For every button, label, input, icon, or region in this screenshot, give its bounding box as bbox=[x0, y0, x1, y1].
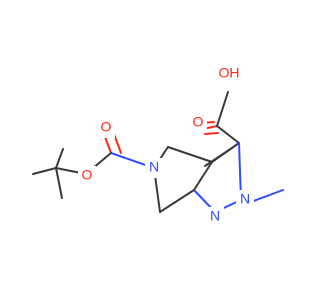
acid-o-label-background bbox=[189, 113, 207, 133]
bond-ring-c3a-c6a bbox=[193, 161, 213, 191]
pyrazole-n1-label-background bbox=[206, 207, 224, 227]
boc-carbonyl-o-label: O bbox=[101, 119, 112, 135]
pyrazole-n1-label: N bbox=[210, 208, 220, 224]
oh-label-background bbox=[212, 64, 246, 84]
pyrazole-n2-label-background bbox=[236, 190, 254, 210]
chemical-structure-diagram: OH O O O N N N bbox=[32, 64, 284, 227]
bond-acid-c-oh bbox=[216, 91, 229, 127]
bond-tbu-me1 bbox=[32, 167, 57, 175]
bond-tbu-me2 bbox=[55, 148, 64, 169]
bond-acid-c-to-ring bbox=[216, 125, 240, 144]
pyrazole-n2-label: N bbox=[240, 191, 250, 207]
boc-ester-o-label: O bbox=[82, 167, 93, 183]
boc-ester-o-label-background bbox=[78, 166, 96, 186]
structure-canvas: OH O O O N N N bbox=[32, 64, 284, 227]
bond-boc-carbonyl-b bbox=[113, 133, 122, 154]
bond-tbu-me3 bbox=[55, 167, 63, 199]
bond-ring-c6-c6a bbox=[159, 189, 195, 213]
acid-carbonyl-o-label: O bbox=[193, 114, 204, 130]
hydroxyl-label: OH bbox=[219, 65, 240, 81]
bond-ring-double bbox=[204, 147, 233, 167]
bond-acid-carbonyl-b bbox=[204, 132, 219, 135]
pyrrolidine-n-label: N bbox=[149, 159, 159, 175]
pyrrolidine-n-label-background bbox=[145, 158, 163, 178]
boc-o-label-background bbox=[97, 118, 115, 138]
bond-ring-c3a-c4 bbox=[167, 146, 213, 163]
